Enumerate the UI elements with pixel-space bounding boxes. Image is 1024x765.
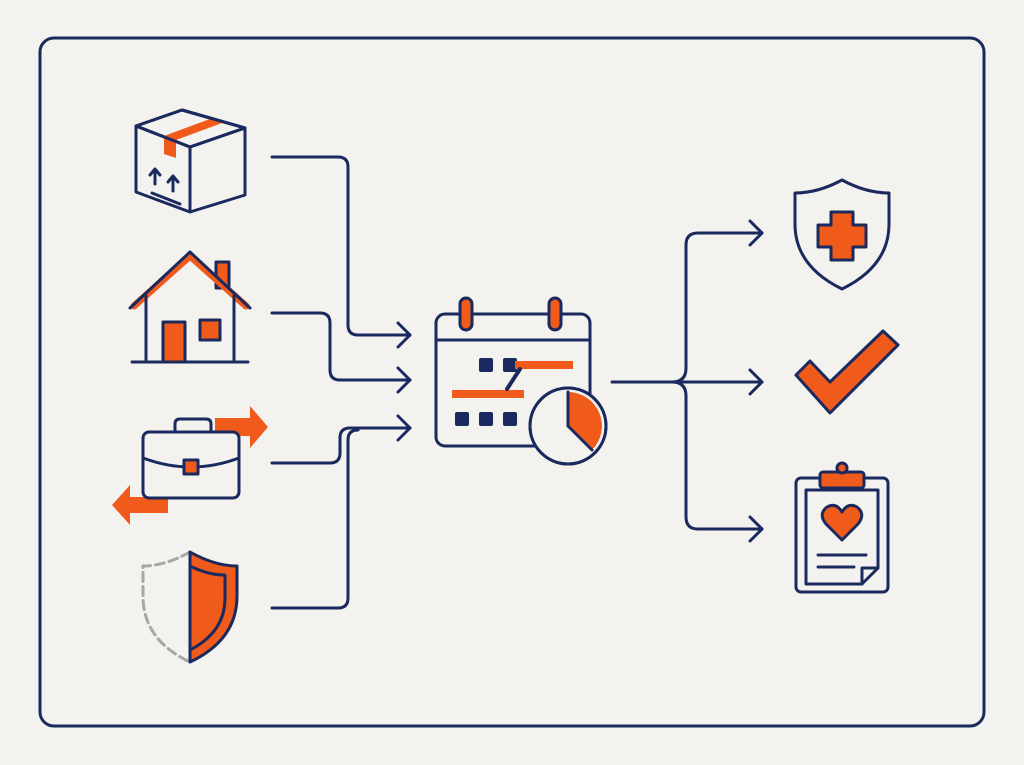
arrowhead-4	[748, 219, 764, 247]
briefcase-transfer-icon	[112, 406, 268, 525]
health-shield-icon	[793, 178, 891, 291]
arrowhead-2	[396, 366, 412, 394]
calendar-clock-icon	[434, 296, 608, 466]
house-icon	[128, 250, 252, 364]
medical-clipboard-icon	[794, 461, 890, 594]
checkmark-icon	[794, 329, 900, 415]
connector-shield-to-calendar	[270, 428, 360, 610]
connector-briefcase-to-calendar	[270, 426, 412, 465]
connector-calendar-to-clipboard	[670, 380, 764, 531]
diagram-frame	[38, 36, 986, 728]
arrowhead-5	[748, 368, 764, 396]
output-connectors	[610, 219, 764, 543]
input-connectors	[270, 155, 412, 610]
connector-box-to-calendar	[270, 155, 412, 337]
half-shield-icon	[141, 550, 239, 664]
moving-box-icon	[134, 108, 247, 214]
connector-house-to-calendar	[270, 311, 412, 382]
arrowhead-6	[748, 515, 764, 543]
arrowhead-3	[396, 414, 412, 442]
connector-calendar-to-health-shield	[670, 231, 764, 384]
arrowhead-1	[396, 321, 412, 349]
